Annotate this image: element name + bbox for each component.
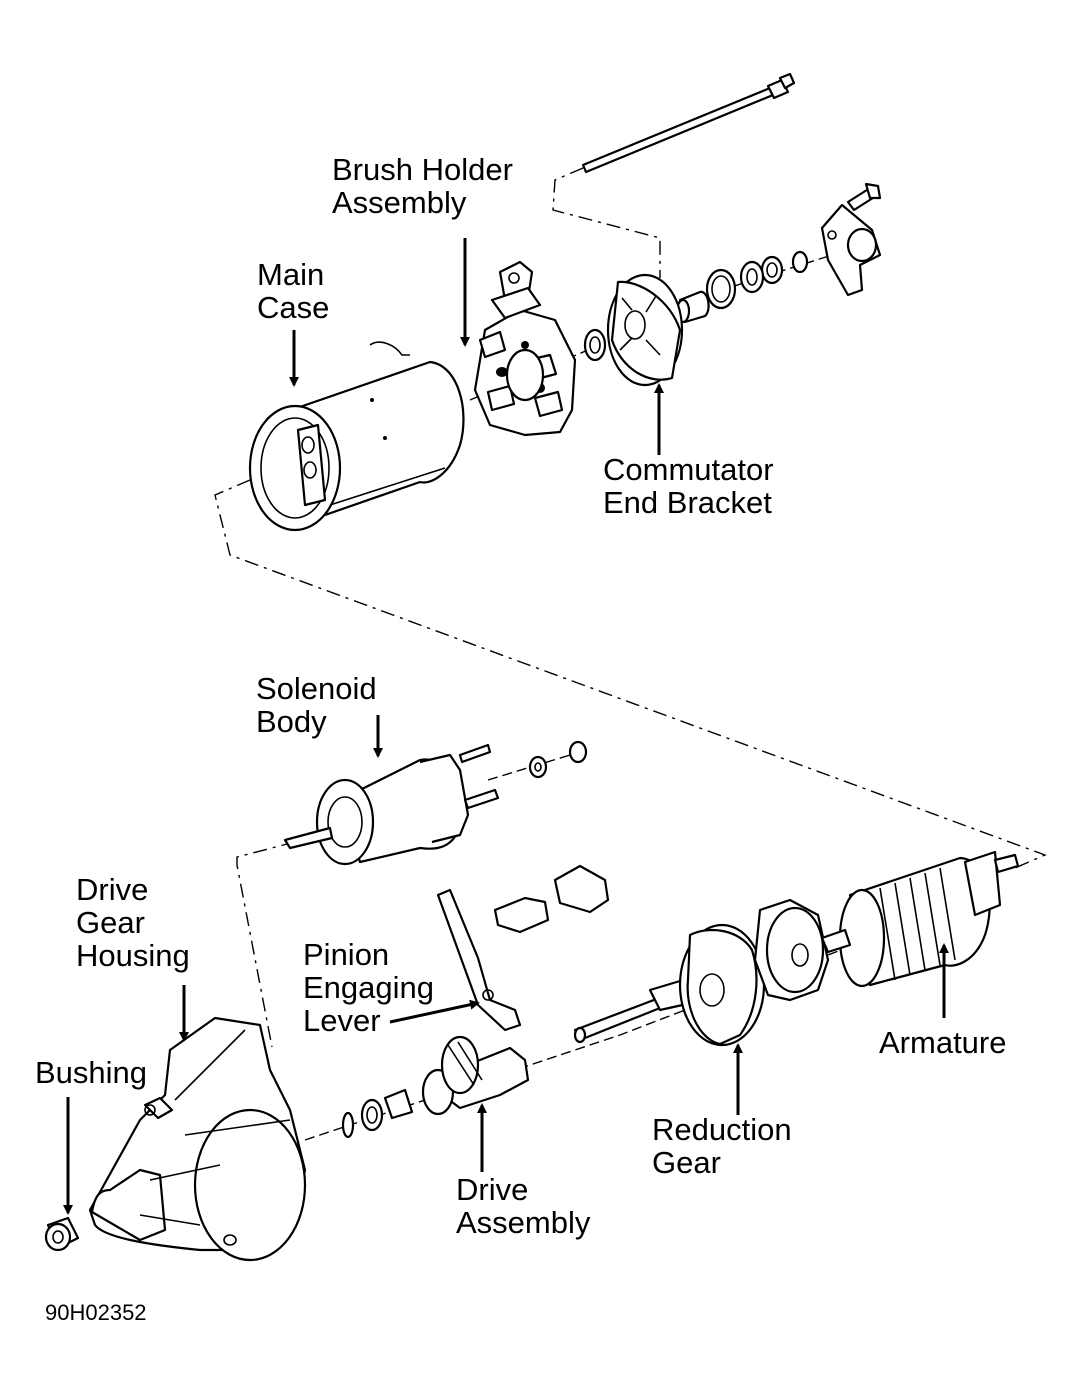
label-armature: Armature [879, 1025, 1007, 1060]
drive-gear-housing [88, 1016, 307, 1262]
leader-arrows [63, 238, 949, 1215]
bushing [44, 1216, 80, 1252]
figure-code: 90H02352 [45, 1300, 147, 1325]
reduction-gear [573, 923, 766, 1047]
brush-holder-assembly [473, 260, 577, 437]
label-brush-holder-assembly: Brush Holder Assembly [332, 152, 513, 220]
solenoid-body [283, 740, 588, 866]
gear-carrier-plate [753, 898, 830, 1002]
washers-upper [675, 250, 809, 324]
drive-assembly [421, 1035, 530, 1116]
label-drive-gear-housing: Drive Gear Housing [76, 872, 190, 973]
label-pinion-engaging-lever: Pinion Engaging Lever [303, 937, 435, 1038]
washer-small [583, 328, 607, 362]
commutator-end-bracket [606, 273, 684, 387]
drive-small-parts [341, 1088, 414, 1139]
label-commutator-end-bracket: Commutator End Bracket [603, 452, 774, 520]
end-plate-and-screw [820, 182, 882, 297]
main-case [248, 341, 465, 532]
pinion-engaging-lever [436, 864, 610, 1032]
label-main-case: Main Case [257, 257, 330, 325]
armature [820, 850, 1020, 988]
label-reduction-gear: Reduction Gear [652, 1112, 792, 1180]
arrow-pinion-lever [389, 999, 480, 1024]
label-solenoid-body: Solenoid Body [256, 671, 377, 739]
label-bushing: Bushing [35, 1055, 148, 1090]
label-drive-assembly: Drive Assembly [456, 1172, 591, 1240]
through-bolt [581, 72, 796, 174]
